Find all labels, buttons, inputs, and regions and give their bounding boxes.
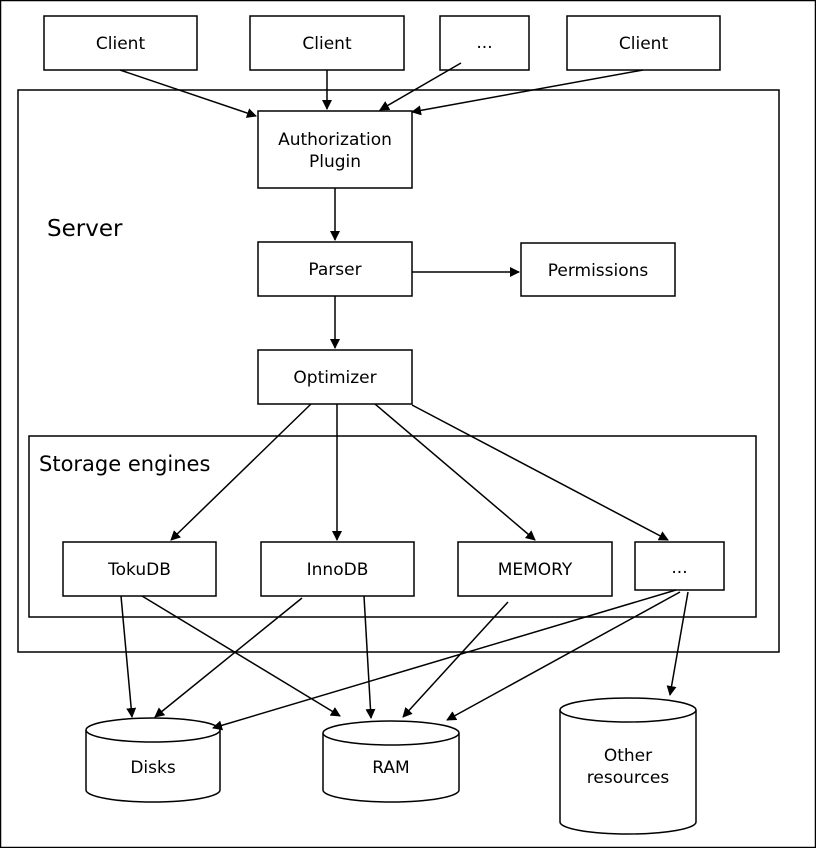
- engine-label-tokudb: TokuDB: [107, 560, 171, 580]
- arrow-tokudb-to-disks: [120, 595, 137, 718]
- arrow-ellipsis-engine-to-other-resources: [666, 591, 689, 696]
- client-label-3: Client: [619, 34, 669, 54]
- other-resources-line-2: resources: [587, 768, 670, 788]
- arrow-innodb-to-disks: [154, 597, 303, 718]
- client-box-2: Client: [249, 15, 405, 71]
- client-ellipsis-label: ...: [476, 33, 492, 53]
- ram-label: RAM: [372, 758, 409, 778]
- storage-engines-label: Storage engines: [39, 452, 210, 476]
- engine-label-innodb: InnoDB: [307, 560, 369, 580]
- ram-resource: RAM: [322, 720, 460, 803]
- client-box-ellipsis: ...: [439, 15, 530, 71]
- engine-box-memory: MEMORY: [457, 541, 613, 597]
- engine-label-ellipsis: ...: [671, 558, 687, 578]
- optimizer-box: Optimizer: [257, 349, 413, 405]
- other-resources-line-1: Other: [604, 746, 652, 766]
- authorization-plugin-line-1: Authorization: [278, 130, 392, 150]
- engine-box-ellipsis: ...: [634, 541, 725, 591]
- disks-label: Disks: [130, 758, 176, 778]
- permissions-label: Permissions: [548, 261, 649, 281]
- client-box-1: Client: [43, 15, 198, 71]
- arrow-ellipsis-engine-to-disks: [212, 589, 677, 731]
- storage-engines-boundary: [28, 435, 757, 618]
- arrow-ellipsis-engine-to-ram: [446, 591, 681, 721]
- client-label-1: Client: [96, 34, 146, 54]
- optimizer-label: Optimizer: [293, 368, 376, 388]
- engine-box-innodb: InnoDB: [260, 541, 415, 597]
- arrow-innodb-to-ram: [363, 595, 376, 719]
- parser-label: Parser: [308, 260, 361, 280]
- client-box-3: Client: [566, 15, 721, 71]
- arrow-client3-to-auth: [411, 69, 644, 116]
- arrow-optimizer-to-ellipsis-engine: [411, 404, 669, 541]
- arrow-tokudb-to-ram: [141, 595, 341, 717]
- arrow-optimizer-to-tokudb: [170, 403, 312, 541]
- authorization-plugin-line-2: Plugin: [309, 152, 361, 172]
- permissions-box: Permissions: [520, 242, 676, 297]
- arrow-memory-to-ram: [402, 601, 509, 718]
- authorization-plugin-box: Authorization Plugin: [257, 110, 413, 189]
- parser-box: Parser: [257, 241, 413, 297]
- disks-resource: Disks: [85, 717, 221, 803]
- other-resources-resource: Other resources: [559, 697, 697, 835]
- arrow-optimizer-to-memory: [374, 403, 536, 541]
- engine-label-memory: MEMORY: [498, 560, 573, 580]
- arrow-client1-to-auth: [119, 69, 257, 118]
- engine-box-tokudb: TokuDB: [62, 541, 217, 597]
- client-label-2: Client: [302, 34, 352, 54]
- server-boundary: [17, 89, 780, 653]
- arrow-clientellipsis-to-auth: [379, 62, 462, 111]
- server-label: Server: [47, 216, 123, 242]
